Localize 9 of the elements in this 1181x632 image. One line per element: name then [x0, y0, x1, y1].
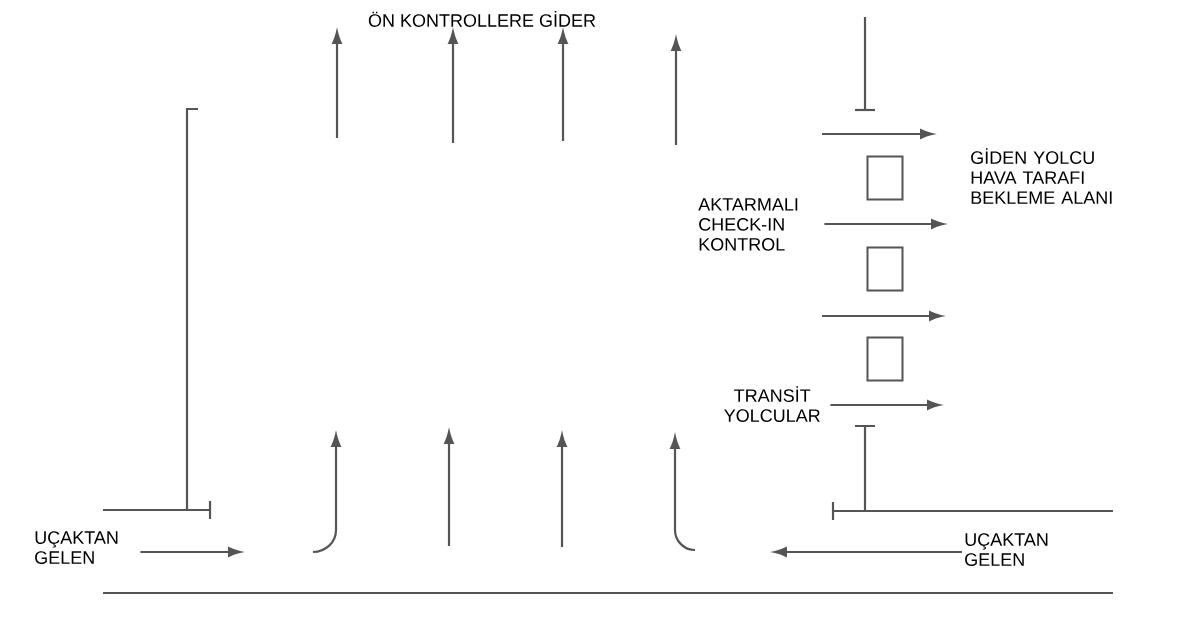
- area-label: UÇAKTAN GELEN: [35, 531, 118, 564]
- check-in-desk: [866, 155, 904, 201]
- area-label: GİDEN YOLCU HAVA TARAFI BEKLEME ALANI: [971, 148, 1112, 204]
- heading: ÖN KONTROLLERE GİDER: [368, 11, 596, 27]
- area-label: AKTARMALI CHECK-IN KONTROL: [698, 198, 798, 251]
- check-in-desk: [866, 246, 904, 292]
- area-label: UÇAKTAN GELEN: [965, 533, 1048, 566]
- check-in-desk: [866, 336, 904, 382]
- area-label: TRANSİT YOLCULAR: [724, 386, 820, 422]
